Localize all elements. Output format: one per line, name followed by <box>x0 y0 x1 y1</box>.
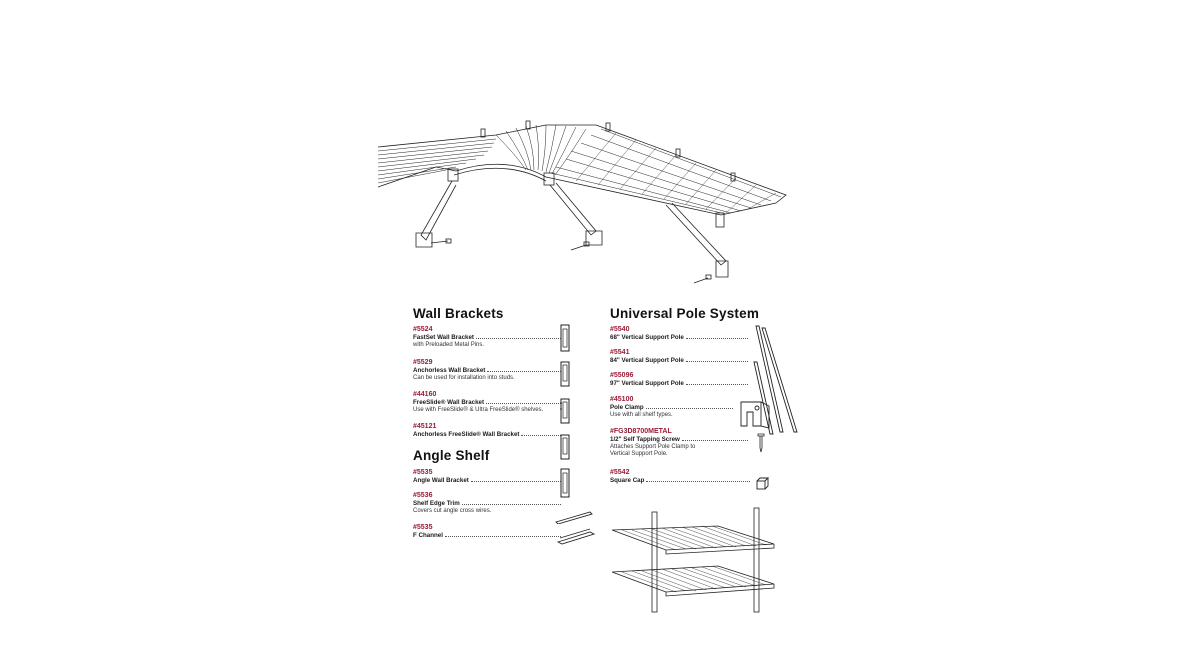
product-sku: #45100 <box>610 396 634 403</box>
product-name: Angle Wall Bracket <box>413 477 469 484</box>
product-item-5535-fchannel: #5535 F Channel <box>413 524 563 540</box>
product-description: Attaches Support Pole Clamp to <box>610 443 696 450</box>
product-sku: #5529 <box>413 359 433 366</box>
product-item-5540: #5540 68" Vertical Support Pole <box>610 326 760 342</box>
product-sku: #FG3D8700METAL <box>610 428 672 435</box>
wall-brackets-heading: Wall Brackets <box>413 306 504 321</box>
product-name: FreeSlide® Wall Bracket <box>413 399 485 406</box>
anchorless-freeslide-bracket-icon <box>560 434 570 460</box>
edge-trim-icon <box>555 511 593 524</box>
vertical-poles-icon <box>753 325 798 435</box>
freeslide-bracket-icon <box>560 398 570 424</box>
product-description: Use with all shelf types. <box>610 411 673 418</box>
product-name: FastSet Wall Bracket <box>413 334 474 341</box>
product-name: Anchorless FreeSlide® Wall Bracket <box>413 431 520 438</box>
corner-shelf-illustration <box>377 120 787 284</box>
product-item-45100: #45100 Pole Clamp Use with all shelf typ… <box>610 396 760 419</box>
product-name: Square Cap <box>610 477 645 484</box>
product-name: 68" Vertical Support Pole <box>610 334 684 341</box>
pole-system-heading: Universal Pole System <box>610 306 760 321</box>
product-sku: #45121 <box>413 423 437 430</box>
product-item-5529: #5529 Anchorless Wall Bracket Can be use… <box>413 359 563 382</box>
product-item-fg3d8700metal: #FG3D8700METAL 1/2" Self Tapping Screw A… <box>610 428 760 458</box>
product-description: with Preloaded Metal Pins. <box>413 341 485 348</box>
angle-bracket-icon <box>560 468 570 498</box>
product-item-5541: #5541 84" Vertical Support Pole <box>610 349 760 365</box>
product-name: 84" Vertical Support Pole <box>610 357 684 364</box>
product-item-5535-angle: #5535 Angle Wall Bracket <box>413 469 563 485</box>
product-name: 1/2" Self Tapping Screw <box>610 436 680 443</box>
product-name: F Channel <box>413 532 443 539</box>
product-name: Anchorless Wall Bracket <box>413 367 486 374</box>
square-cap-icon <box>756 477 769 490</box>
f-channel-icon <box>556 528 596 545</box>
product-description: Use with FreeSlide® & Ultra FreeSlide® s… <box>413 406 544 413</box>
product-name: 97" Vertical Support Pole <box>610 380 684 387</box>
product-item-55096: #55096 97" Vertical Support Pole <box>610 372 760 388</box>
product-sku: #5536 <box>413 492 433 499</box>
product-sku: #5535 <box>413 524 433 531</box>
product-item-5524: #5524 FastSet Wall Bracket with Preloade… <box>413 326 563 349</box>
product-description-line-2: Vertical Support Pole. <box>610 450 668 457</box>
angle-shelf-heading: Angle Shelf <box>413 448 490 463</box>
product-description: Covers cut angle cross wires. <box>413 507 492 514</box>
product-sku: #55096 <box>610 372 634 379</box>
product-sku: #5541 <box>610 349 630 356</box>
product-sku: #5524 <box>413 326 433 333</box>
pole-clamp-icon <box>740 401 770 429</box>
product-sku: #44160 <box>413 391 437 398</box>
product-item-5542: #5542 Square Cap <box>610 469 760 485</box>
product-description: Can be used for installation into studs. <box>413 374 515 381</box>
product-sku: #5540 <box>610 326 630 333</box>
product-name: Shelf Edge Trim <box>413 500 460 507</box>
product-item-5536: #5536 Shelf Edge Trim Covers cut angle c… <box>413 492 563 515</box>
pole-shelving-illustration <box>611 507 775 613</box>
product-sku: #5542 <box>610 469 630 476</box>
anchorless-bracket-icon <box>560 361 570 387</box>
product-name: Pole Clamp <box>610 404 644 411</box>
product-sku: #5535 <box>413 469 433 476</box>
fastset-bracket-icon <box>560 324 570 352</box>
screw-icon <box>757 433 765 453</box>
product-item-44160: #44160 FreeSlide® Wall Bracket Use with … <box>413 391 563 414</box>
product-item-45121: #45121 Anchorless FreeSlide® Wall Bracke… <box>413 423 563 439</box>
